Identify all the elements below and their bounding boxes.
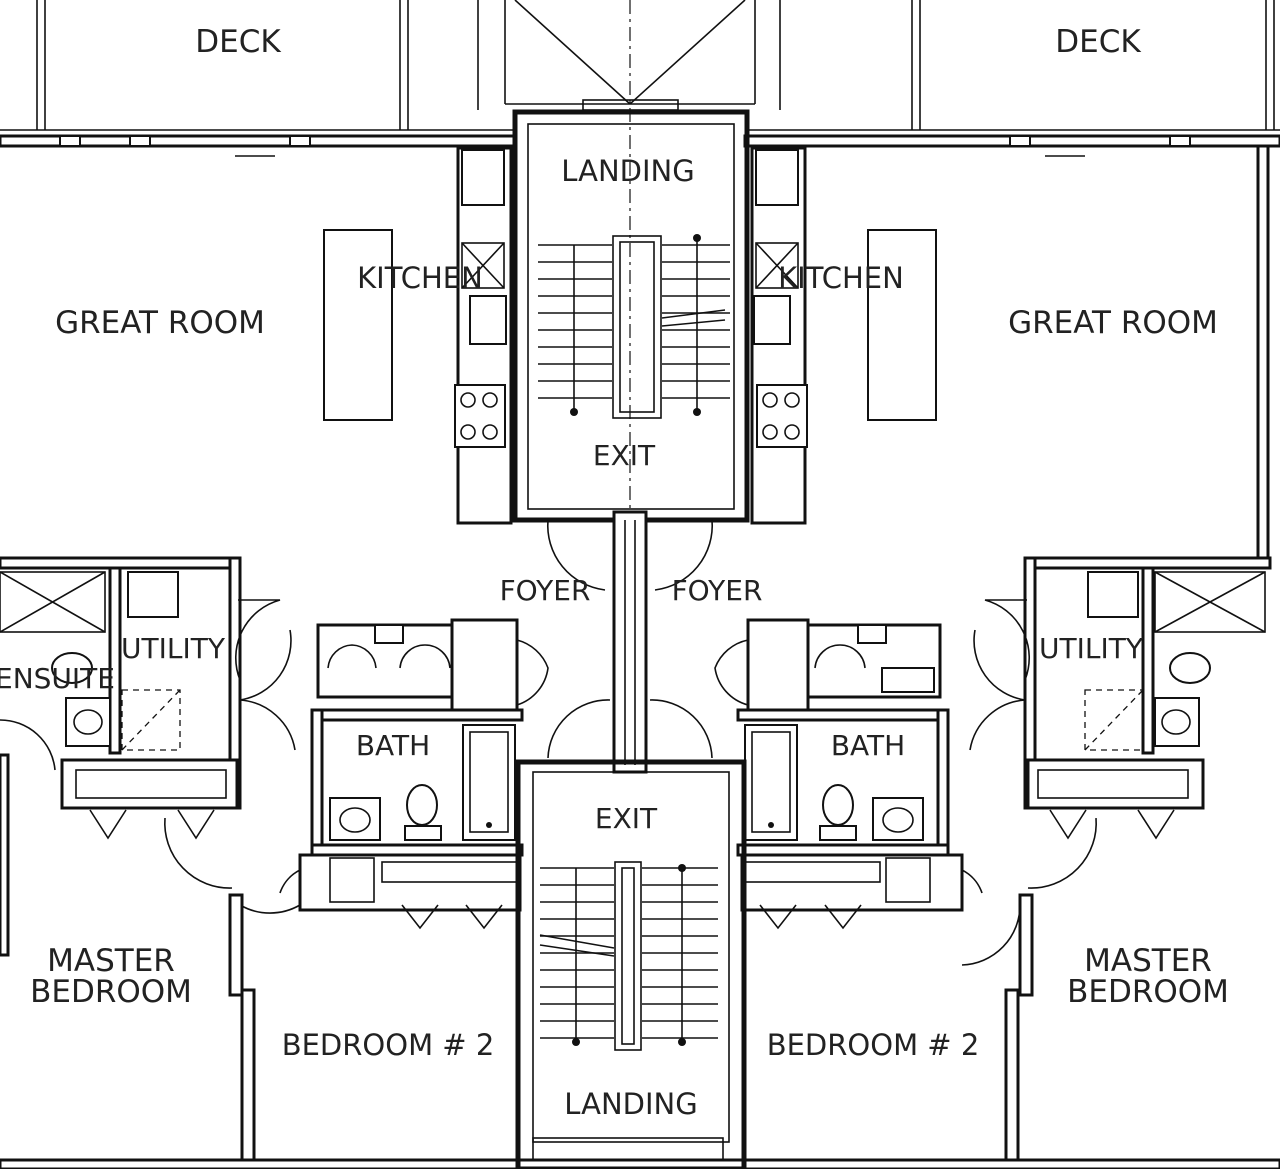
room-labels: DECK DECK LANDING KITCHEN KITCHEN GREAT … [0,24,1229,1121]
utility-ensuite-right [969,556,1272,840]
stair-handrail-end [693,408,701,416]
utility-left-label: UTILITY [121,632,226,665]
stair-core-bottom [515,759,747,1169]
deck-left-label: DECK [195,24,281,60]
deck-right-label: DECK [1055,24,1141,60]
foyer-left-label: FOYER [500,574,591,607]
landing-bottom-label: LANDING [564,1087,697,1121]
ensuite-left-label: ENSUITE [0,662,115,695]
stair-handrail-end [572,1038,580,1046]
master-left-label-line1: MASTER [47,943,175,979]
kitchen-left-label: KITCHEN [357,261,483,295]
wall-left-edge [0,753,10,957]
landing-top-label: LANDING [561,154,694,188]
stair-tread [661,319,726,327]
exterior-wall-right [1256,144,1270,568]
kitchen-counter-right [750,146,808,525]
exterior-wall-top [0,134,1280,157]
stairs-bottom [539,864,718,1046]
closets-right [714,618,942,717]
bedroom2-right-label: BEDROOM # 2 [767,1028,980,1062]
exit-top-label: EXIT [593,439,656,472]
stair-handrail-end [678,1038,686,1046]
stair-tread [539,944,615,957]
exit-bottom-label: EXIT [595,802,658,835]
foyer-right-label: FOYER [672,574,763,607]
kitchen-right-label: KITCHEN [778,261,904,295]
kitchen-island-left [323,229,393,421]
bath-left-label: BATH [356,729,430,762]
stair-tread [539,934,615,949]
utility-right-label: UTILITY [1039,632,1144,665]
kitchen-island-right [867,229,937,421]
bath-right [736,708,950,857]
hall-closet-right [740,853,1021,966]
stair-tread [661,309,726,319]
stair-handrail-end [678,864,686,872]
utility-ensuite-left [0,556,296,840]
great-room-right-label: GREAT ROOM [1008,305,1218,341]
bedroom2-left-label: BEDROOM # 2 [282,1028,495,1062]
deck-right [745,0,1280,131]
master-right-label-line2: BEDROOM [1067,974,1229,1010]
closets-left [316,618,549,717]
demising-wall [546,510,714,774]
stair-handrail-end [570,408,578,416]
bath-right-label: BATH [831,729,905,762]
master-left-label-line2: BEDROOM [30,974,192,1010]
deck-left [0,0,515,131]
kitchen-counter-left [454,146,513,525]
master-right-label-line1: MASTER [1084,943,1212,979]
great-room-left-label: GREAT ROOM [55,305,265,341]
stair-handrail-end [693,234,701,242]
hall-closet-left [239,853,522,930]
stairs-top [538,234,730,416]
